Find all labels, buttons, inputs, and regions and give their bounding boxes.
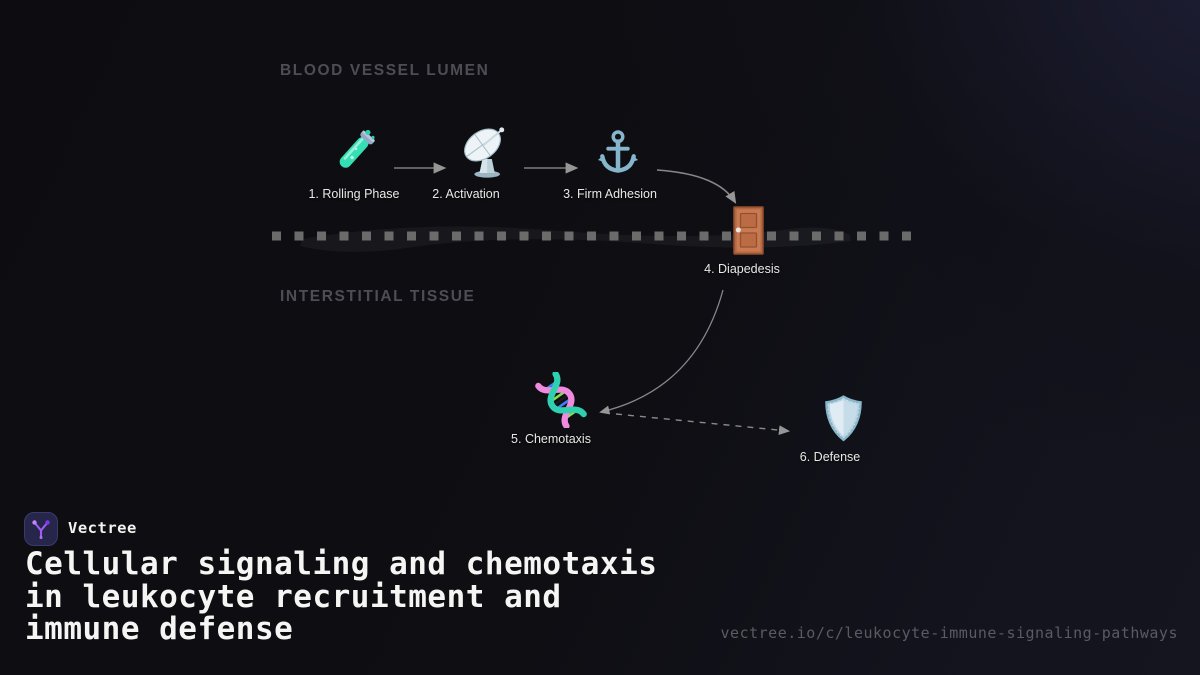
arrow-diapedesis-to-chemotaxis	[599, 289, 724, 415]
page-title-line-2: in leukocyte recruitment and	[25, 578, 562, 615]
vectree-branch-icon	[24, 512, 58, 546]
door-icon	[733, 206, 764, 260]
region-label-interstitial-tissue: INTERSTITIAL TISSUE	[280, 288, 476, 305]
step-label-firm-adhesion: 3. Firm Adhesion	[563, 187, 657, 201]
step-label-rolling-phase: 1. Rolling Phase	[308, 187, 400, 201]
region-label-blood-vessel-lumen: BLOOD VESSEL LUMEN	[280, 62, 490, 79]
dna-icon	[533, 370, 589, 433]
page-title-line-3: immune defense	[25, 611, 294, 647]
step-label-activation: 2. Activation	[432, 187, 500, 201]
arrow-chemotaxis-to-defense	[615, 413, 791, 435]
shield-icon	[818, 393, 869, 449]
test-tube-icon	[328, 124, 382, 183]
arrow-adhesion-to-diapedesis	[656, 169, 737, 204]
page-title: Cellular signaling and chemotaxis in leu…	[25, 548, 657, 646]
footer-url: vectree.io/c/leukocyte-immune-signaling-…	[720, 624, 1178, 642]
step-label-diapedesis: 4. Diapedesis	[704, 262, 780, 276]
step-label-chemotaxis: 5. Chemotaxis	[511, 432, 591, 446]
step-label-defense: 6. Defense	[799, 450, 861, 464]
anchor-icon	[592, 127, 644, 184]
satellite-dish-icon	[458, 124, 514, 185]
page-title-line-1: Cellular signaling and chemotaxis	[25, 546, 658, 582]
brand-name: Vectree	[68, 519, 137, 537]
